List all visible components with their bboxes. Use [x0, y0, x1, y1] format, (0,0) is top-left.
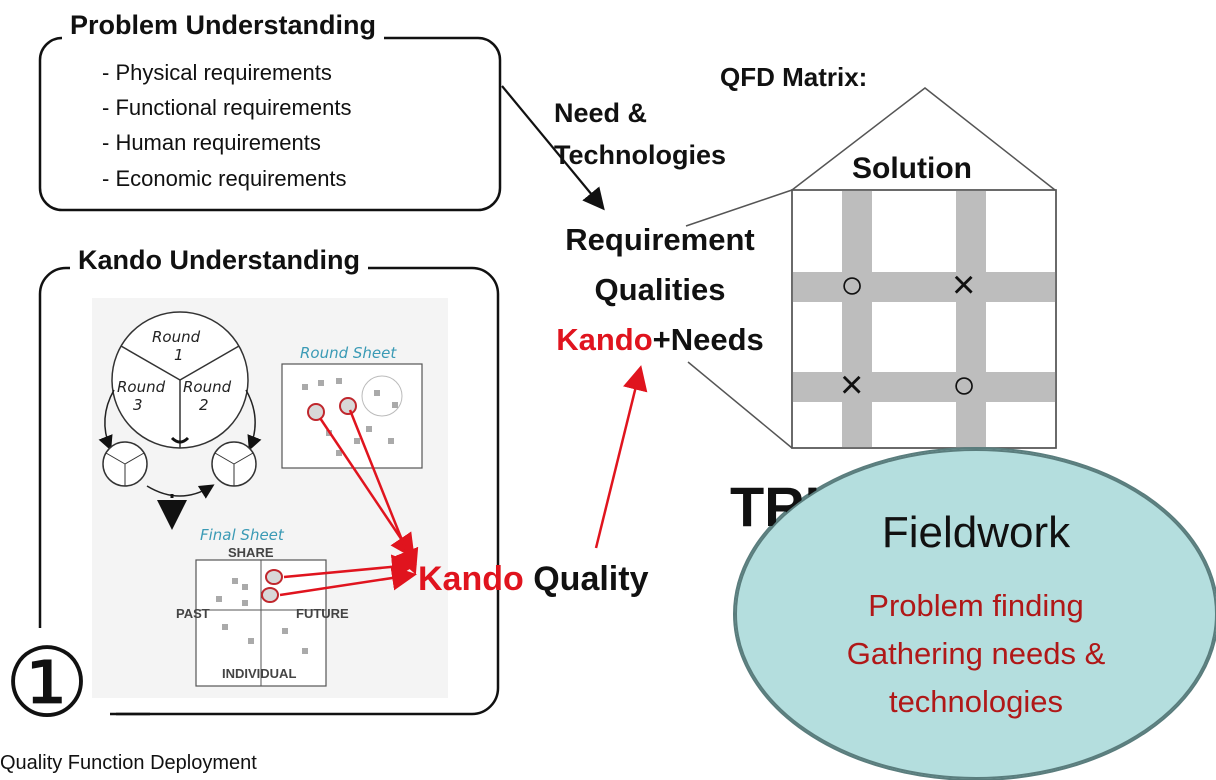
fieldwork-line: Gathering needs &	[846, 636, 1106, 671]
requirement-item: - Economic requirements	[102, 166, 347, 191]
individual-label: INDIVIDUAL	[222, 666, 297, 681]
circle-symbol: ○	[952, 363, 977, 407]
cross-symbol: ×	[952, 263, 976, 307]
fieldwork-line: technologies	[888, 684, 1064, 719]
kando-figure	[92, 298, 448, 698]
red-arrow-up	[594, 365, 648, 549]
requirement-line2: Qualities	[594, 272, 726, 307]
requirement-item: - Functional requirements	[102, 95, 352, 120]
red-arrow-1	[318, 417, 415, 560]
cross-symbol: ×	[840, 363, 864, 407]
requirement-item: - Human requirements	[102, 130, 321, 155]
red-arrow-4	[279, 565, 417, 597]
kando-quality-label: Kando Quality	[418, 560, 649, 598]
fieldwork-title: Fieldwork	[881, 508, 1071, 557]
fieldwork-line: Problem finding	[868, 588, 1084, 623]
share-label: SHARE	[228, 545, 274, 560]
problem-panel-title: Problem Understanding	[62, 10, 385, 41]
qfd-title: QFD Matrix:	[720, 62, 868, 92]
requirement-line1: Requirement	[565, 222, 755, 257]
black-arrow	[501, 85, 605, 211]
qfd-matrix	[791, 189, 1057, 449]
requirement-item: - Physical requirements	[102, 60, 332, 85]
red-arrow-2	[348, 409, 419, 575]
step-number: ①	[4, 630, 91, 737]
past-label: PAST	[176, 606, 210, 621]
arrow-label: Need & Technologies	[554, 98, 727, 170]
future-label: FUTURE	[296, 606, 349, 621]
qfd-solution-label: Solution	[852, 152, 972, 185]
qfd-roof	[791, 87, 1056, 191]
fieldwork-ellipse-overlay	[735, 449, 1216, 779]
round-sheet-label: Round Sheet	[300, 344, 397, 362]
kando-panel-title: Kando Understanding	[70, 245, 368, 276]
circle-symbol: ○	[840, 263, 865, 307]
final-sheet-label: Final Sheet	[200, 526, 284, 544]
kando-needs-label: Kando+Needs	[556, 322, 764, 357]
caption: Quality Function Deployment	[0, 752, 257, 774]
